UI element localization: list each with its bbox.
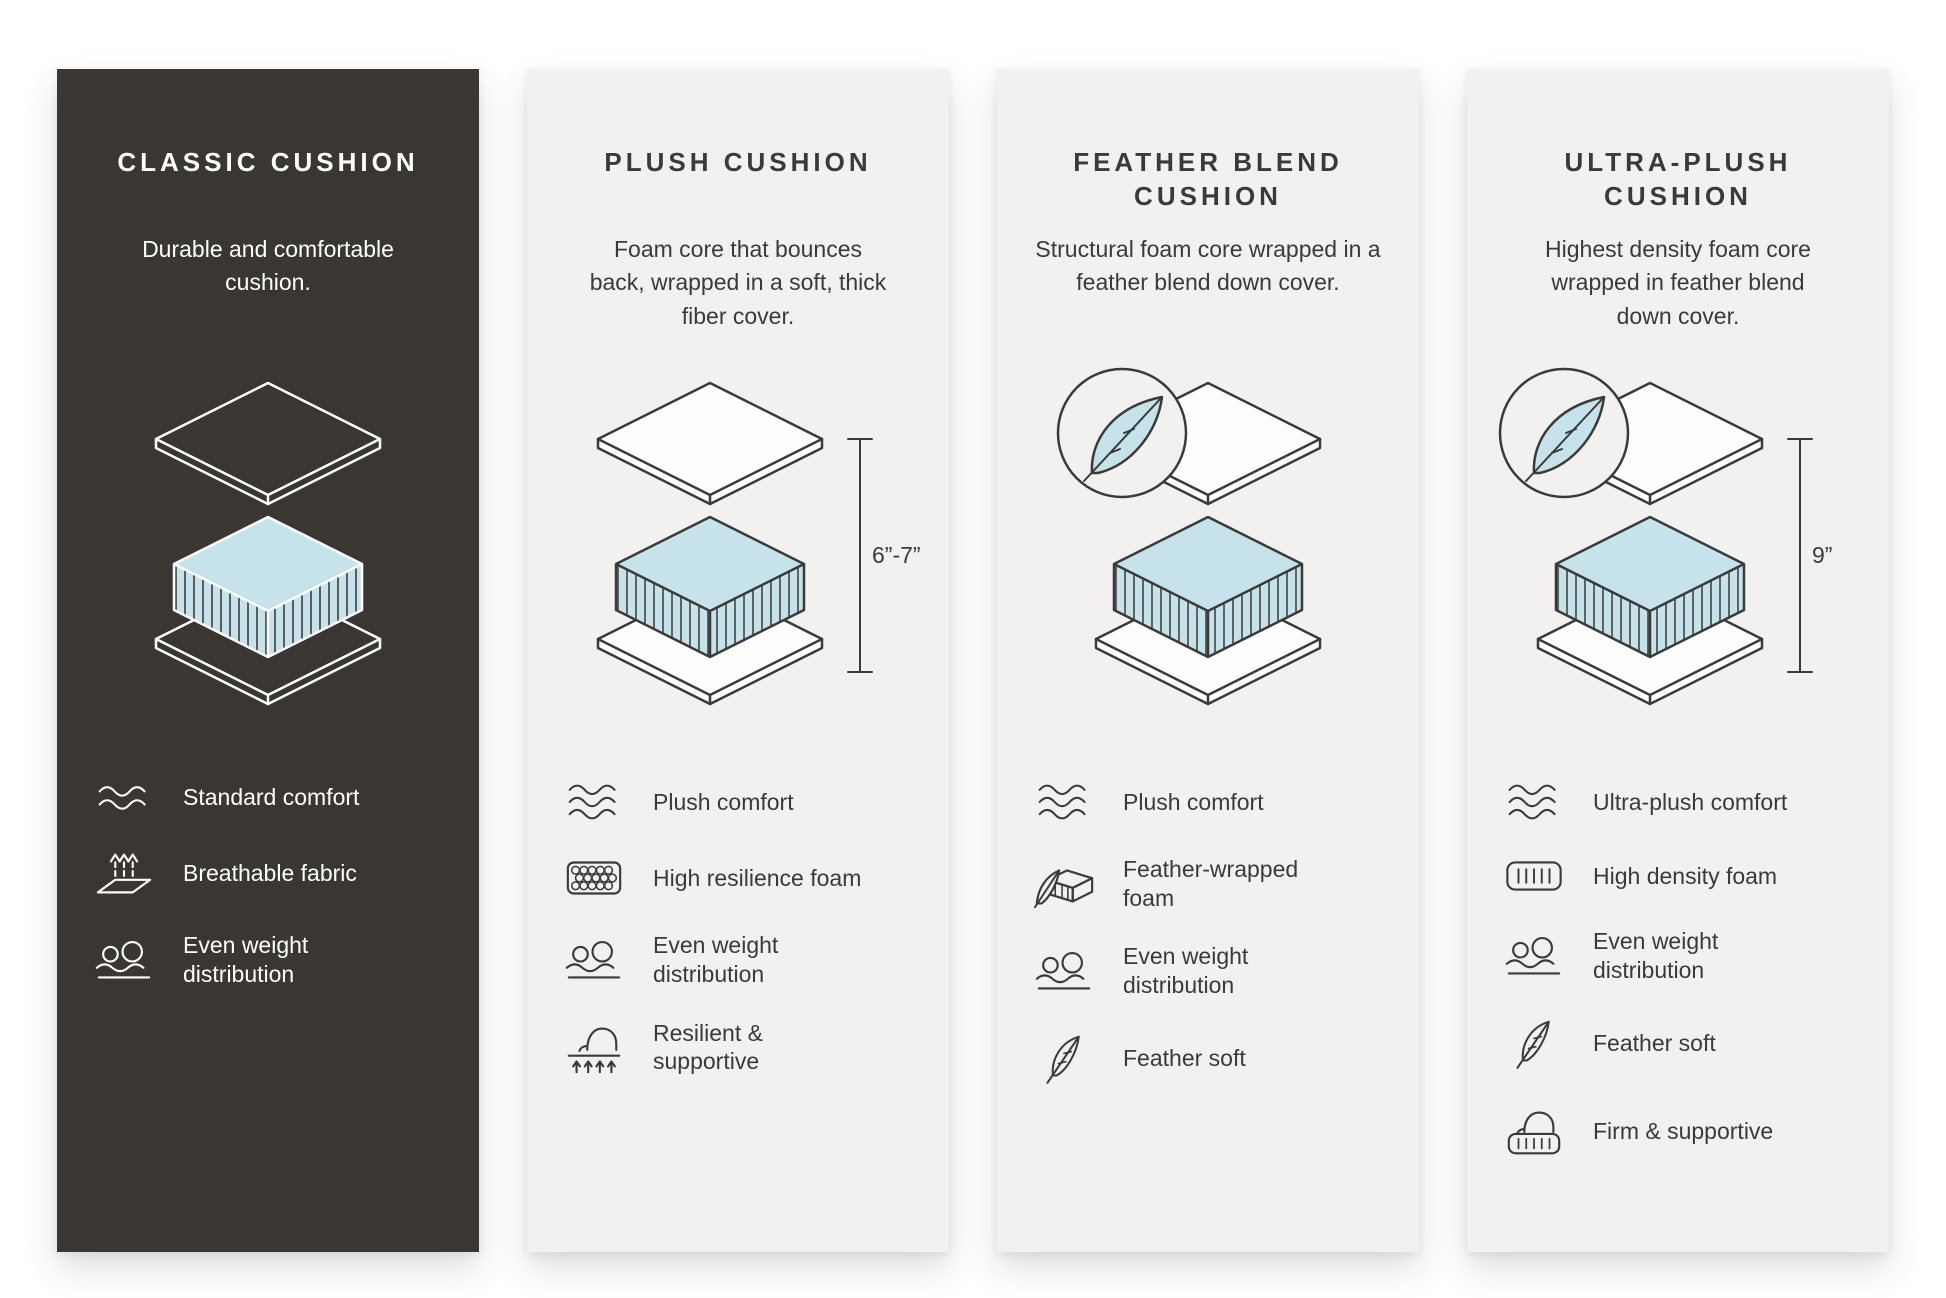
wave-icon — [91, 779, 157, 815]
top-layer — [154, 381, 382, 506]
feature-list: Plush comfort Feather-wrapped foam — [1031, 779, 1385, 1087]
card-feather-blend-cushion: FEATHER BLEND CUSHION Structural foam co… — [997, 69, 1419, 1252]
feature-item: Ultra-plush comfort — [1501, 779, 1855, 825]
feather-foam-icon — [1031, 858, 1097, 910]
top-layer — [596, 381, 824, 506]
height-dimension: 6”-7” — [847, 438, 921, 673]
feature-label: High density foam — [1593, 862, 1778, 889]
wave-icon — [561, 779, 627, 825]
feature-label: Even weight distribution — [1593, 928, 1719, 983]
feature-label: Even weight distribution — [183, 932, 309, 987]
card-plush-cushion: PLUSH CUSHION Foam core that bounces bac… — [527, 69, 949, 1252]
feature-item: Firm & supportive — [1501, 1102, 1855, 1160]
feature-item: High density foam — [1501, 855, 1855, 897]
card-ultra-plush-cushion: ULTRA-PLUSH CUSHION Highest density foam… — [1467, 69, 1889, 1252]
weight-distribution-icon — [1501, 931, 1567, 981]
feather-icon — [1501, 1014, 1567, 1072]
press-hand-icon — [561, 1018, 627, 1076]
feature-item: Feather-wrapped foam — [1031, 855, 1385, 912]
foam-core-layer — [1554, 515, 1746, 659]
feature-label: Breathable fabric — [183, 859, 357, 886]
card-title: PLUSH CUSHION — [604, 147, 872, 177]
wave-icon — [1031, 779, 1097, 825]
feature-item: Feather soft — [1031, 1029, 1385, 1087]
feather-badge — [1498, 367, 1630, 499]
feature-item: Plush comfort — [1031, 779, 1385, 825]
foam-bubbles-icon — [561, 855, 627, 901]
feature-label: Standard comfort — [183, 783, 360, 810]
feature-item: Feather soft — [1501, 1014, 1855, 1072]
height-dimension: 9” — [1787, 438, 1832, 673]
card-description: Foam core that bounces back, wrapped in … — [589, 236, 887, 329]
feature-label: Feather-wrapped foam — [1123, 856, 1299, 911]
foam-core-layer — [1112, 515, 1304, 659]
card-description: Structural foam core wrapped in a feathe… — [1035, 236, 1381, 296]
feature-item: Even weight distribution — [1501, 927, 1855, 984]
cushion-illustration: 6”-7” — [561, 361, 921, 733]
feature-item: Standard comfort — [91, 779, 445, 815]
feature-label: Firm & supportive — [1593, 1117, 1774, 1144]
feather-badge — [1056, 367, 1188, 499]
layered-cushion-graphic — [154, 381, 382, 706]
feature-label: Ultra-plush comfort — [1593, 788, 1788, 815]
card-description: Highest density foam core wrapped in fea… — [1545, 236, 1811, 329]
cushion-illustration — [91, 361, 445, 733]
card-description: Durable and comfortable cushion. — [142, 236, 394, 296]
feature-item: Even weight distribution — [1031, 942, 1385, 999]
weight-distribution-icon — [1031, 946, 1097, 996]
feature-item: Even weight distribution — [91, 931, 445, 988]
weight-distribution-icon — [561, 935, 627, 985]
feather-icon — [1031, 1029, 1097, 1087]
card-classic-cushion: CLASSIC CUSHION Durable and comfortable … — [57, 69, 479, 1252]
feature-label: Even weight distribution — [653, 932, 779, 987]
feature-label: Resilient & supportive — [653, 1019, 763, 1075]
foam-core-layer — [172, 515, 364, 659]
breathable-fabric-icon — [91, 845, 157, 901]
layered-cushion-graphic: 6”-7” — [596, 381, 921, 706]
card-title: CLASSIC CUSHION — [117, 147, 419, 177]
dimension-label: 9” — [1812, 542, 1832, 568]
feature-label: Even weight distribution — [1123, 943, 1249, 998]
dimension-label: 6”-7” — [872, 542, 921, 568]
weight-distribution-icon — [91, 935, 157, 985]
layered-cushion-graphic — [1056, 367, 1322, 706]
cushion-illustration: 9” — [1498, 361, 1855, 733]
foam-core-layer — [614, 515, 806, 659]
feature-label: High resilience foam — [653, 864, 862, 891]
card-title: ULTRA-PLUSH CUSHION — [1564, 147, 1792, 212]
feature-label: Feather soft — [1593, 1029, 1716, 1056]
feature-item: High resilience foam — [561, 855, 915, 901]
density-foam-icon — [1501, 855, 1567, 897]
cushion-illustration — [1031, 361, 1385, 733]
card-title: FEATHER BLEND CUSHION — [1073, 147, 1343, 212]
feature-label: Feather soft — [1123, 1044, 1246, 1071]
feature-list: Ultra-plush comfort High density foam — [1501, 779, 1855, 1160]
wave-icon — [1501, 779, 1567, 825]
feature-list: Standard comfort Breathable fabric — [91, 779, 445, 988]
feature-label: Plush comfort — [653, 788, 794, 815]
feature-label: Plush comfort — [1123, 788, 1264, 815]
feature-list: Plush comfort High resilience foam — [561, 779, 915, 1076]
feature-item: Plush comfort — [561, 779, 915, 825]
feature-item: Breathable fabric — [91, 845, 445, 901]
firm-hand-icon — [1501, 1102, 1567, 1160]
feature-item: Even weight distribution — [561, 931, 915, 988]
layered-cushion-graphic: 9” — [1498, 367, 1832, 706]
feature-item: Resilient & supportive — [561, 1018, 915, 1076]
